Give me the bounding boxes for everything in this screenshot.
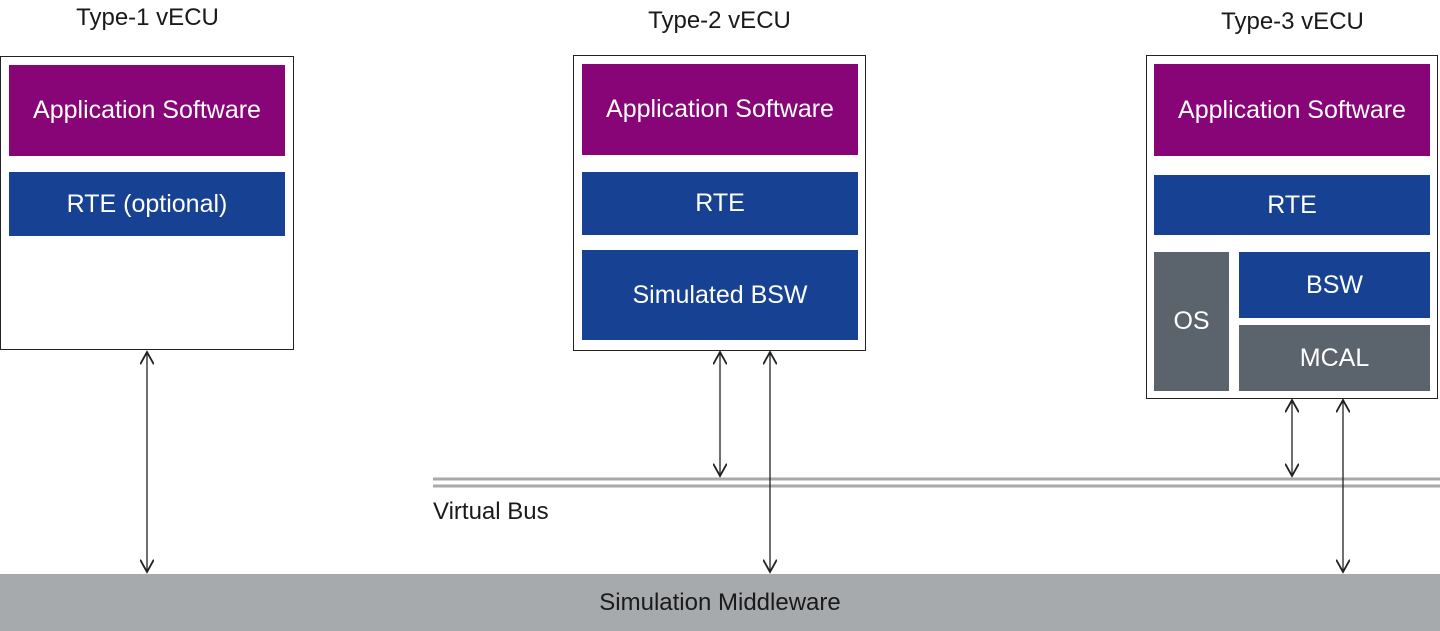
- simulation-middleware-label: Simulation Middleware: [599, 588, 841, 616]
- virtual-bus-line: [433, 477, 1440, 488]
- type1-title: Type-1 vECU: [76, 4, 219, 31]
- type3-os: OS: [1154, 252, 1229, 391]
- virtual-bus-label: Virtual Bus: [433, 498, 549, 525]
- type1-rte-optional: RTE (optional): [9, 172, 285, 236]
- type3-bsw: BSW: [1239, 252, 1430, 318]
- type1-application-software: Application Software: [9, 65, 285, 156]
- type2-simulated-bsw: Simulated BSW: [582, 250, 858, 340]
- type2-application-software: Application Software: [582, 64, 858, 155]
- type3-vecu-frame: Application Software RTE OS BSW MCAL: [1146, 55, 1438, 399]
- simulation-middleware-bar: Simulation Middleware: [0, 574, 1440, 631]
- type1-vecu-frame: Application Software RTE (optional): [0, 56, 294, 350]
- type3-title: Type-3 vECU: [1221, 8, 1364, 35]
- type3-mcal: MCAL: [1239, 325, 1430, 391]
- type2-rte: RTE: [582, 172, 858, 235]
- type3-rte: RTE: [1154, 175, 1430, 235]
- type2-title: Type-2 vECU: [648, 7, 791, 34]
- type2-vecu-frame: Application Software RTE Simulated BSW: [573, 55, 866, 351]
- type3-application-software: Application Software: [1154, 64, 1430, 156]
